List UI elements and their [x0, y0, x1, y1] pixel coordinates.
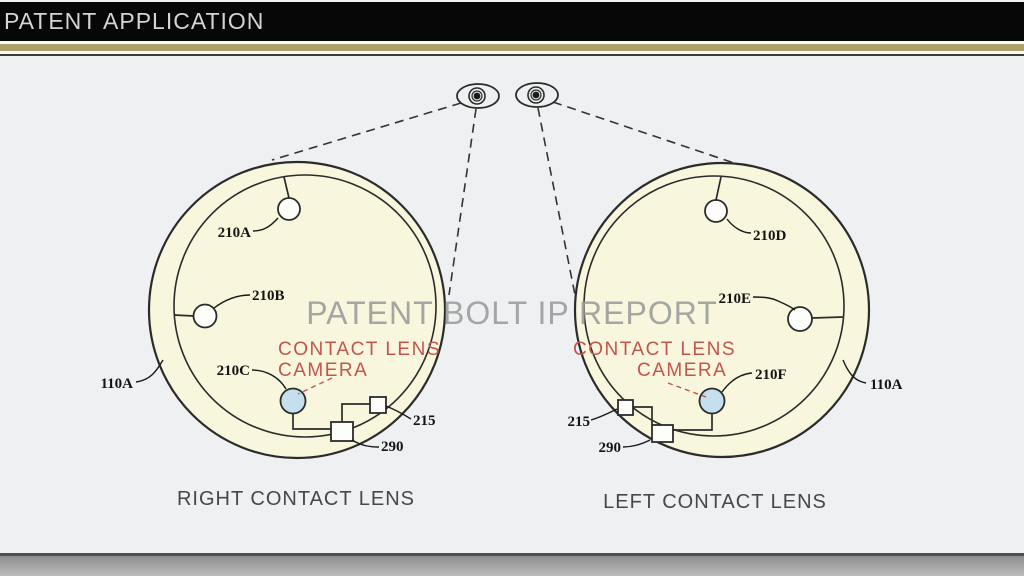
leader-215-left: [590, 408, 618, 421]
label-290-left: 290: [599, 440, 622, 456]
leader-290-right: [351, 439, 380, 448]
gaze-line-right-outer: [552, 101, 738, 165]
label-215-right: 215: [413, 413, 436, 429]
header-bar: PATENT APPLICATION: [0, 2, 1024, 41]
wire-chips-left: [633, 406, 653, 425]
camera-210c: [279, 387, 307, 415]
leader-210c: [251, 369, 287, 390]
wire-camera-210c: [292, 413, 331, 430]
window-bottom-shadow: [0, 556, 1024, 576]
leader-210f: [721, 372, 753, 393]
right-lens-inner-ring: [173, 174, 437, 438]
page-title: PATENT APPLICATION: [4, 8, 265, 34]
right-lens-caption: RIGHT CONTACT LENS: [177, 488, 415, 510]
left-lens-components: 110A 210D 210E 210F 215 290 CONTACT LENS…: [568, 176, 903, 513]
leader-210b: [213, 294, 251, 309]
leader-110a-right-lens: [135, 359, 164, 383]
wire-210d: [715, 176, 722, 201]
label-210a: 210A: [218, 225, 252, 241]
label-215-left: 215: [568, 414, 591, 430]
leader-210a: [252, 217, 279, 232]
wire-210e: [811, 316, 844, 319]
camera-210f: [698, 387, 726, 415]
label-210b: 210B: [252, 288, 285, 304]
left-lens-inner-ring: [583, 175, 845, 437]
label-210c: 210C: [217, 363, 250, 379]
header-stripe-gold: [0, 44, 1024, 51]
label-210f: 210F: [755, 367, 787, 383]
chip-290-left: [651, 424, 674, 443]
right-contact-lens-figure: [147, 160, 447, 460]
header-stripe-white-bottom: [0, 51, 1024, 54]
chip-290-right: [330, 421, 354, 442]
gaze-line-left-outer: [271, 102, 462, 161]
leader-110a-left-lens: [842, 359, 867, 384]
leader-290-left: [622, 439, 651, 448]
eye-icon-left: [456, 83, 500, 109]
chip-215-right: [369, 396, 387, 414]
wire-camera-210f: [673, 413, 713, 431]
label-290-right: 290: [381, 439, 404, 455]
label-210e: 210E: [718, 291, 751, 307]
leader-215-right: [385, 405, 412, 420]
eye-icon-right: [515, 82, 559, 108]
camera-callout-pointer-left: [667, 382, 707, 398]
gaze-line-right-inner: [537, 107, 576, 296]
wire-210a: [283, 176, 290, 199]
sensor-210d: [704, 199, 728, 223]
camera-callout-right-line2: CAMERA: [278, 360, 368, 381]
header-stripe-dark: [0, 54, 1024, 56]
right-lens-components: 110A 210A 210B 210C 215 290 CONTACT LENS…: [100, 176, 441, 510]
chip-215-left: [617, 399, 634, 416]
camera-callout-left-line2: CAMERA: [637, 360, 727, 381]
left-lens-caption: LEFT CONTACT LENS: [603, 491, 827, 513]
sensor-210b: [192, 303, 218, 329]
label-110a-left: 110A: [100, 376, 133, 392]
camera-callout-left-line1: CONTACT LENS: [573, 339, 736, 360]
gaze-lines: [271, 101, 738, 296]
gaze-line-left-inner: [448, 108, 477, 296]
right-lens-outer-ring: [147, 160, 447, 460]
camera-callout-right-line1: CONTACT LENS: [278, 339, 441, 360]
camera-callout-pointer-right: [297, 377, 333, 395]
wire-chips-right: [341, 403, 370, 422]
watermark-text: PATENT BOLT IP REPORT: [306, 295, 718, 331]
window-top-hairline: [0, 0, 1024, 2]
left-lens-outer-ring: [573, 161, 871, 459]
left-contact-lens-figure: [573, 161, 871, 459]
sensor-210e: [787, 306, 813, 332]
sensor-210a: [277, 197, 301, 221]
leader-210d: [726, 218, 752, 234]
wire-210b: [173, 314, 195, 317]
label-210d: 210D: [753, 228, 787, 244]
header-stripe-white-top: [0, 41, 1024, 44]
leader-210e: [752, 296, 796, 311]
label-110a-right: 110A: [870, 377, 903, 393]
window-bottom-border: [0, 553, 1024, 556]
